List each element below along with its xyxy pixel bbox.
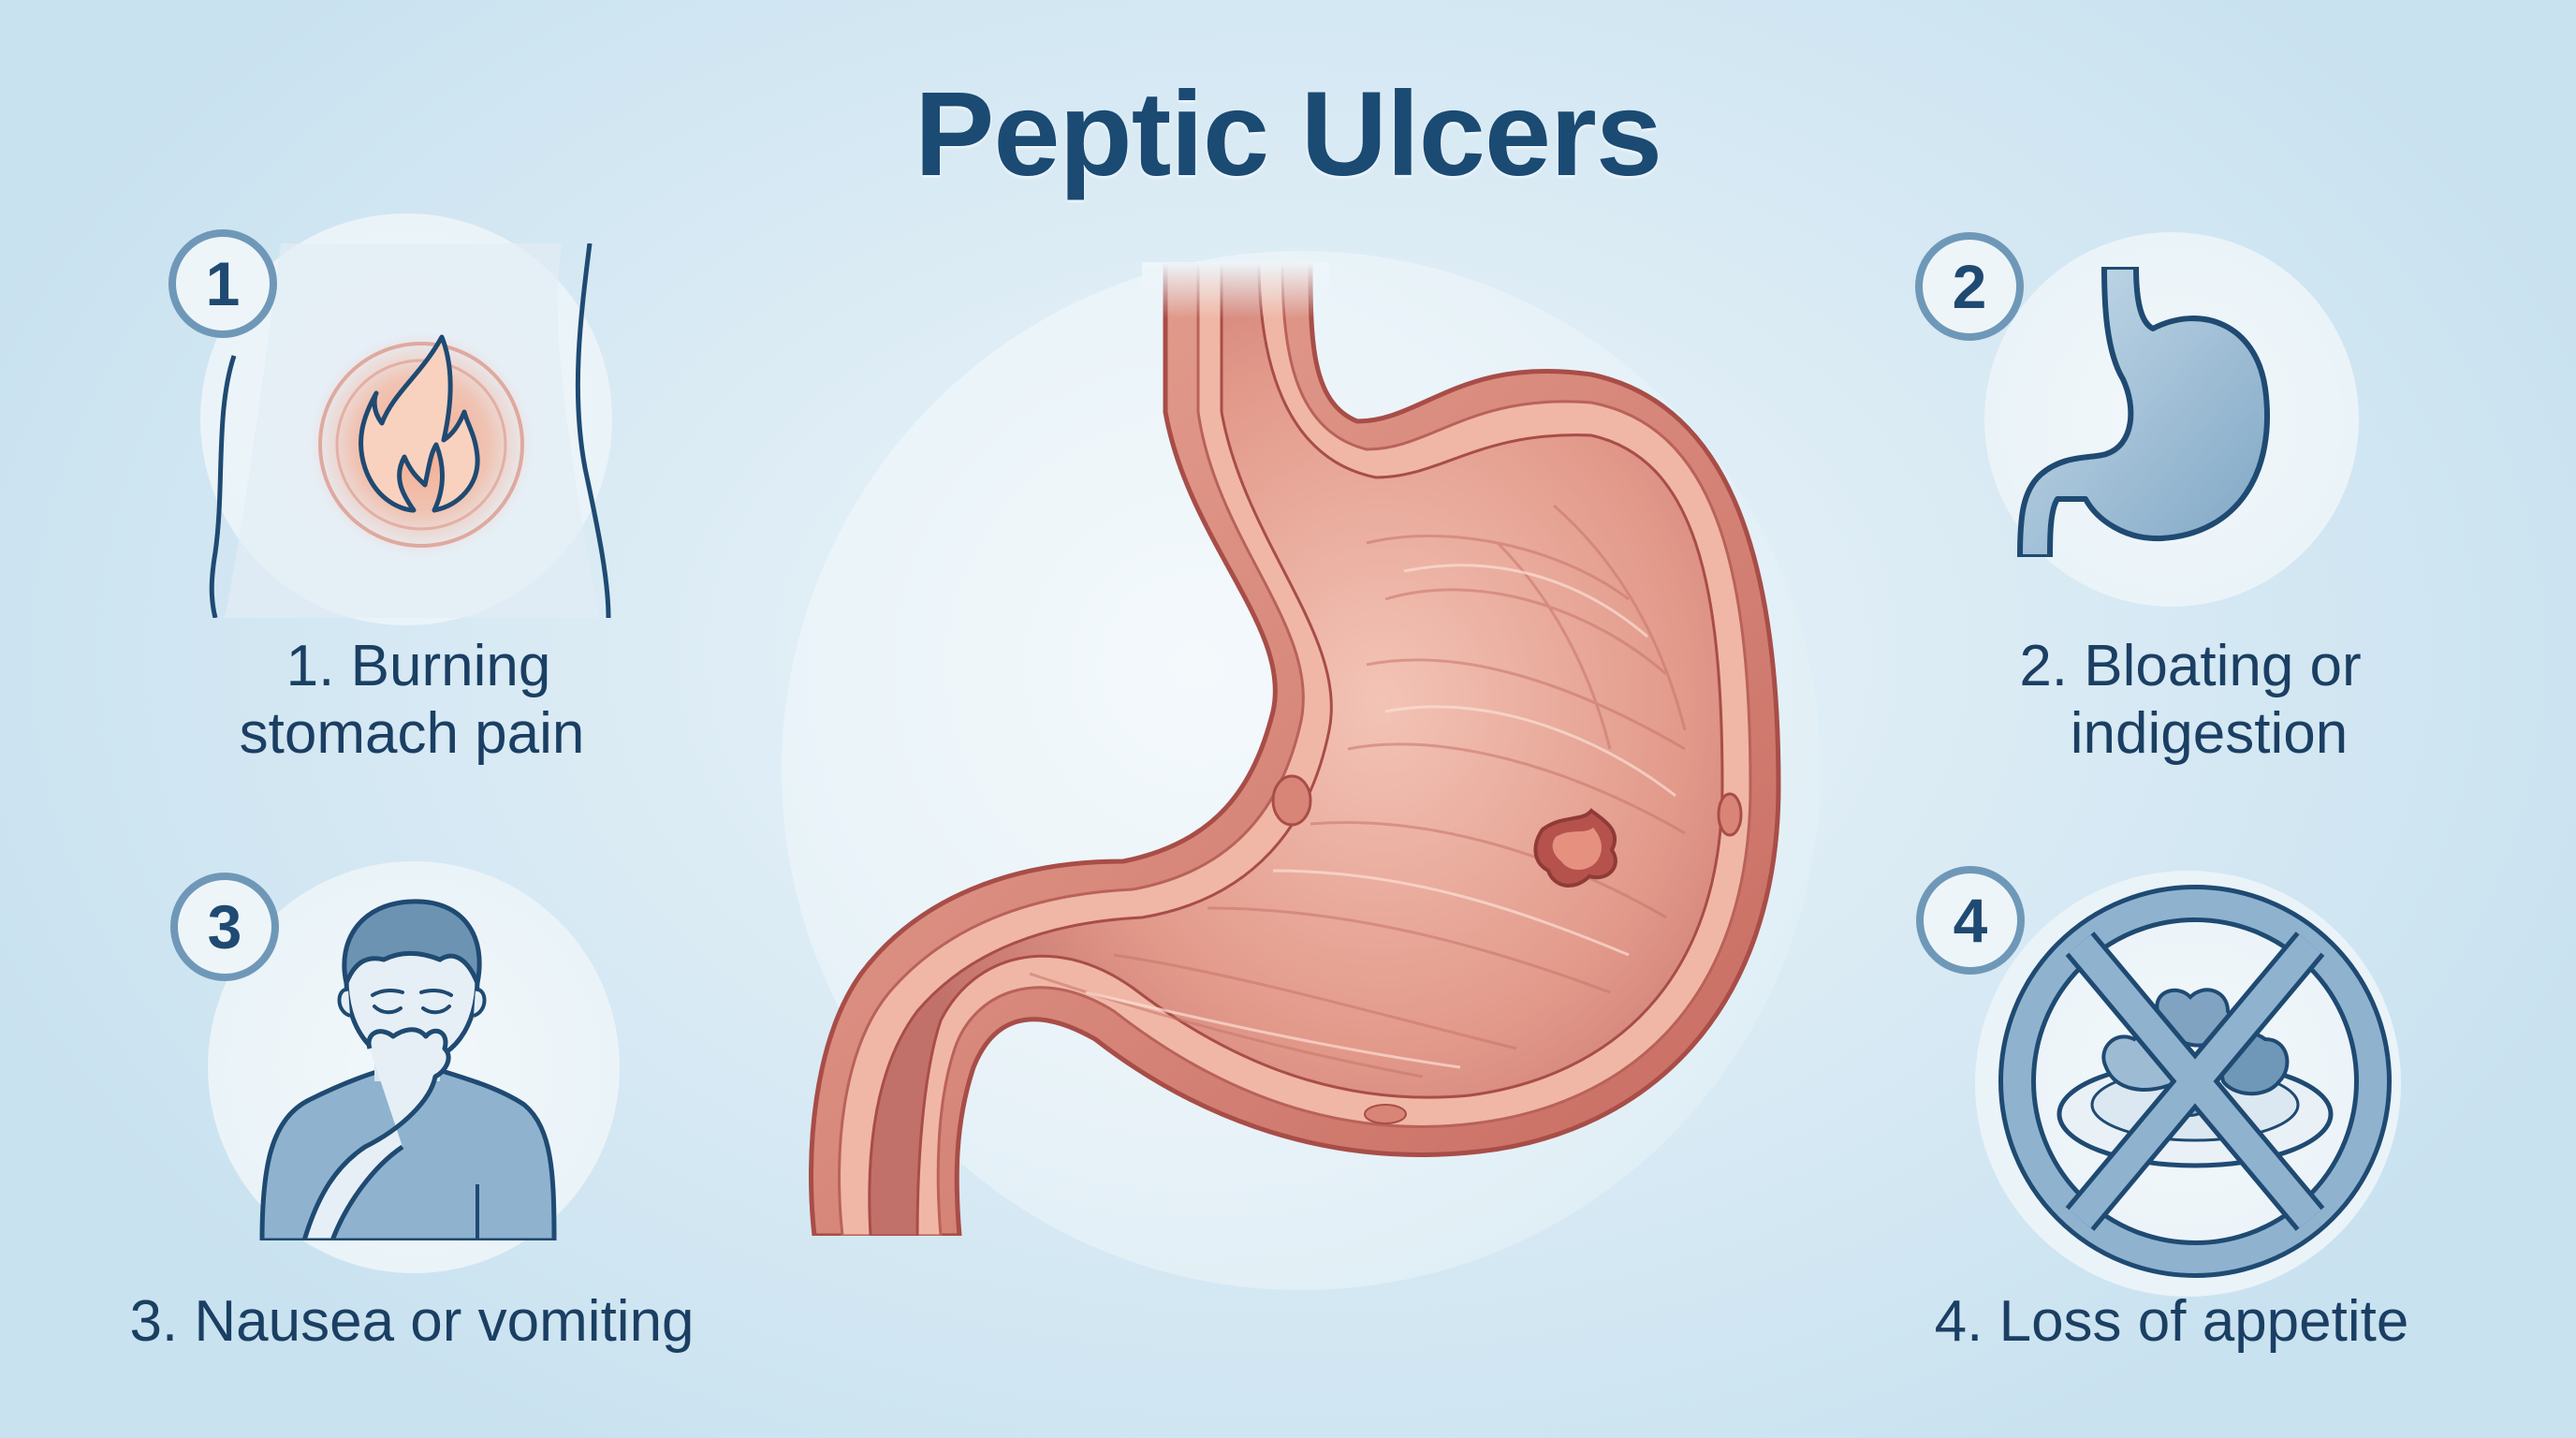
- page-title: Peptic Ulcers: [914, 67, 1662, 201]
- stomach-icon: [2012, 267, 2293, 557]
- badge-3: 3: [170, 873, 279, 981]
- badge-4: 4: [1916, 866, 2025, 975]
- nauseous-person-icon: [253, 885, 571, 1240]
- ulcer-crater: [1533, 808, 1617, 888]
- symptom-2-label: 2. Bloating or indigestion: [1928, 633, 2452, 768]
- badge-2: 2: [1915, 232, 2024, 341]
- stomach-illustration: [786, 262, 1816, 1236]
- symptom-1-label-line2: stomach pain: [239, 701, 585, 766]
- abdomen-flame-icon: [206, 243, 618, 618]
- symptom-2-label-line1: 2. Bloating or: [2019, 634, 2362, 698]
- no-food-icon: [1994, 880, 2396, 1283]
- symptom-4-label: 4. Loss of appetite: [1934, 1289, 2409, 1354]
- symptom-1-label: 1. Burning stomach pain: [150, 633, 674, 768]
- symptom-1-label-line1: 1. Burning: [285, 634, 551, 698]
- badge-1: 1: [168, 229, 277, 338]
- symptom-2-label-line2: indigestion: [2070, 701, 2349, 766]
- symptom-3-label: 3. Nausea or vomiting: [129, 1289, 695, 1354]
